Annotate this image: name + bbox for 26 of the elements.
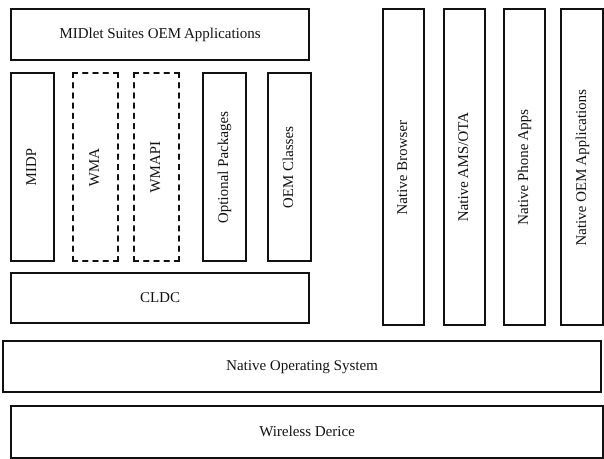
layer-label: CLDC (140, 290, 180, 306)
component-box (10, 72, 55, 262)
layer-label: Native Phone Apps (516, 109, 533, 225)
layer-box (10, 272, 310, 324)
layer-box (2, 340, 602, 393)
layer-label: MIDP (24, 148, 41, 186)
layer-label: OEM Classes (281, 126, 298, 208)
layer-label: Native Browser (395, 120, 412, 214)
component-box (72, 72, 119, 262)
component-box (133, 72, 180, 262)
layer-label: WMAPI (148, 141, 165, 193)
layer-label: Native OEM Applications (574, 88, 590, 246)
layer-label: Native Operating System (226, 358, 378, 375)
layer-box (10, 8, 310, 61)
layer-box (10, 405, 604, 459)
layer-label: MIDlet Suites OEM Applications (59, 26, 261, 43)
component-box (503, 8, 546, 326)
component-box (443, 8, 486, 326)
layer-label: WMA (87, 148, 104, 186)
component-box (267, 72, 312, 262)
layer-label: Native AMS/OTA (456, 112, 473, 222)
layer-label: Optional Packages (216, 110, 233, 224)
component-box (382, 8, 425, 326)
component-box (560, 8, 604, 326)
layer-label: Wireless Derice (259, 424, 355, 440)
component-box (202, 72, 247, 262)
